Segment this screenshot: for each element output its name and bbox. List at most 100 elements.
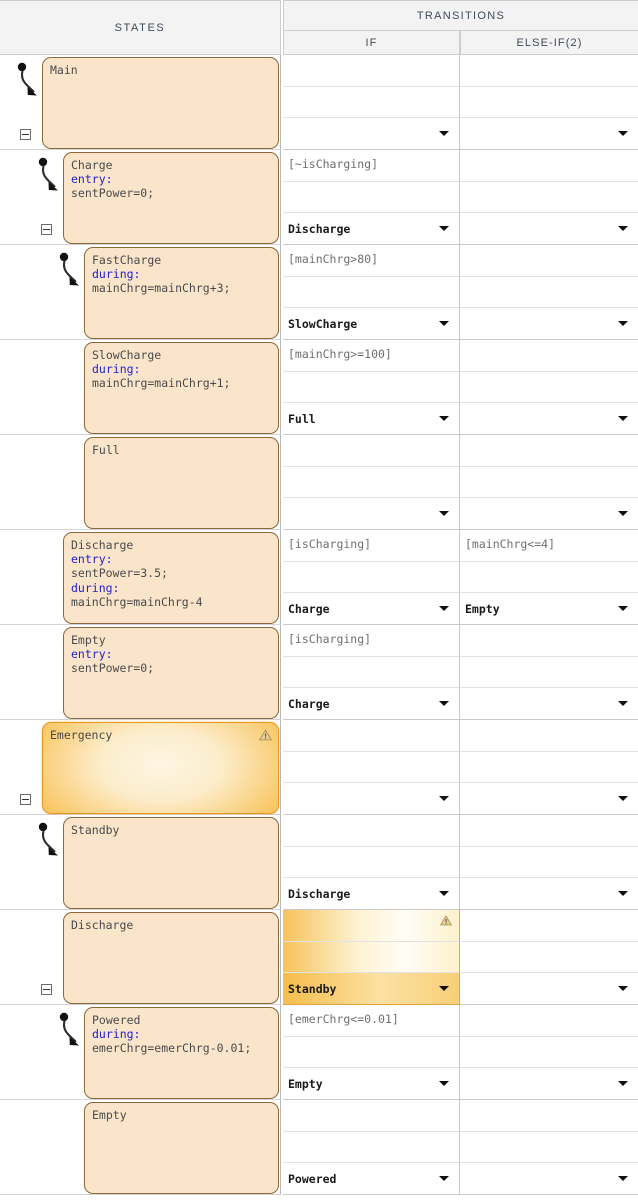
transition-condition-cell[interactable]: [isCharging] [283,530,460,562]
transition-dest-cell[interactable]: Discharge [283,213,460,245]
states-cell[interactable]: Standby [0,815,281,910]
chevron-down-icon[interactable] [618,606,628,612]
chevron-down-icon[interactable] [439,321,449,327]
transition-condition-cell[interactable] [283,435,460,467]
transition-dest-cell[interactable] [283,118,460,150]
transition-action-cell[interactable] [283,1131,460,1164]
collapse-minus-icon[interactable] [41,984,52,995]
transition-dest-cell[interactable]: Charge [283,688,460,720]
transition-condition-cell[interactable] [460,340,638,372]
transition-condition-cell[interactable] [460,1005,638,1037]
transition-condition-cell[interactable] [460,150,638,182]
transition-condition-cell[interactable] [283,910,460,942]
chevron-down-icon[interactable] [618,511,628,517]
transition-dest-cell[interactable] [460,783,638,815]
transition-action-cell[interactable] [460,276,638,309]
chevron-down-icon[interactable] [618,131,628,137]
transition-action-cell[interactable] [283,86,460,119]
transition-action-cell[interactable] [283,751,460,784]
chevron-down-icon[interactable] [439,1176,449,1182]
transition-action-cell[interactable] [460,181,638,214]
transition-condition-cell[interactable]: [mainChrg>80] [283,245,460,277]
transition-condition-cell[interactable] [460,815,638,847]
transition-dest-cell[interactable] [460,498,638,530]
chevron-down-icon[interactable] [439,891,449,897]
transition-action-cell[interactable] [460,656,638,689]
states-cell[interactable]: Full [0,435,281,530]
collapse-minus-icon[interactable] [20,794,31,805]
chevron-down-icon[interactable] [618,1176,628,1182]
column-header-elseif[interactable]: ELSE-IF(2) [460,31,638,55]
chevron-down-icon[interactable] [439,986,449,992]
transition-condition-cell[interactable] [460,55,638,87]
transition-dest-cell[interactable] [460,1163,638,1195]
state-box[interactable]: Full [84,437,279,529]
chevron-down-icon[interactable] [618,321,628,327]
transition-action-cell[interactable] [460,561,638,594]
chevron-down-icon[interactable] [439,416,449,422]
transition-condition-cell[interactable] [460,435,638,467]
transition-condition-cell[interactable]: [mainChrg>=100] [283,340,460,372]
transition-action-cell[interactable] [283,181,460,214]
transition-condition-cell[interactable] [283,720,460,752]
transition-action-cell[interactable] [460,1131,638,1164]
states-cell[interactable]: Emergency [0,720,281,815]
transition-action-cell[interactable] [460,846,638,879]
transition-action-cell[interactable] [460,466,638,499]
column-header-states[interactable]: STATES [0,0,281,55]
chevron-down-icon[interactable] [439,1081,449,1087]
transition-dest-cell[interactable] [460,118,638,150]
transition-action-cell[interactable] [283,1036,460,1069]
chevron-down-icon[interactable] [618,701,628,707]
state-box[interactable]: Discharge [63,912,279,1004]
transition-condition-cell[interactable] [283,55,460,87]
states-cell[interactable]: Discharge [0,910,281,1005]
chevron-down-icon[interactable] [439,701,449,707]
chevron-down-icon[interactable] [618,891,628,897]
transition-action-cell[interactable] [460,371,638,404]
chevron-down-icon[interactable] [439,511,449,517]
chevron-down-icon[interactable] [439,226,449,232]
transition-action-cell[interactable] [283,561,460,594]
transition-action-cell[interactable] [460,86,638,119]
transition-action-cell[interactable] [460,1036,638,1069]
chevron-down-icon[interactable] [439,796,449,802]
state-box[interactable]: Empty [84,1102,279,1194]
transition-condition-cell[interactable] [460,720,638,752]
transition-action-cell[interactable] [283,466,460,499]
column-header-if[interactable]: IF [283,31,460,55]
transition-condition-cell[interactable] [460,245,638,277]
transition-dest-cell[interactable] [460,878,638,910]
chevron-down-icon[interactable] [618,986,628,992]
transition-action-cell[interactable] [283,371,460,404]
transition-condition-cell[interactable]: [isCharging] [283,625,460,657]
state-box[interactable]: Main [42,57,279,149]
transition-dest-cell[interactable]: Full [283,403,460,435]
transition-dest-cell[interactable] [283,498,460,530]
transition-condition-cell[interactable]: [emerChrg<=0.01] [283,1005,460,1037]
transition-dest-cell[interactable] [460,403,638,435]
transition-dest-cell[interactable] [460,213,638,245]
transition-condition-cell[interactable] [283,815,460,847]
transition-dest-cell[interactable]: Charge [283,593,460,625]
collapse-minus-icon[interactable] [41,224,52,235]
states-cell[interactable]: Empty [0,1100,281,1195]
transition-dest-cell[interactable] [460,973,638,1005]
states-cell[interactable]: Main [0,55,281,150]
chevron-down-icon[interactable] [439,606,449,612]
transition-condition-cell[interactable] [460,910,638,942]
transition-dest-cell[interactable]: Powered [283,1163,460,1195]
transition-dest-cell[interactable]: Standby [283,973,460,1005]
transition-dest-cell[interactable]: Empty [283,1068,460,1100]
transition-action-cell[interactable] [283,941,460,974]
transition-dest-cell[interactable] [460,1068,638,1100]
